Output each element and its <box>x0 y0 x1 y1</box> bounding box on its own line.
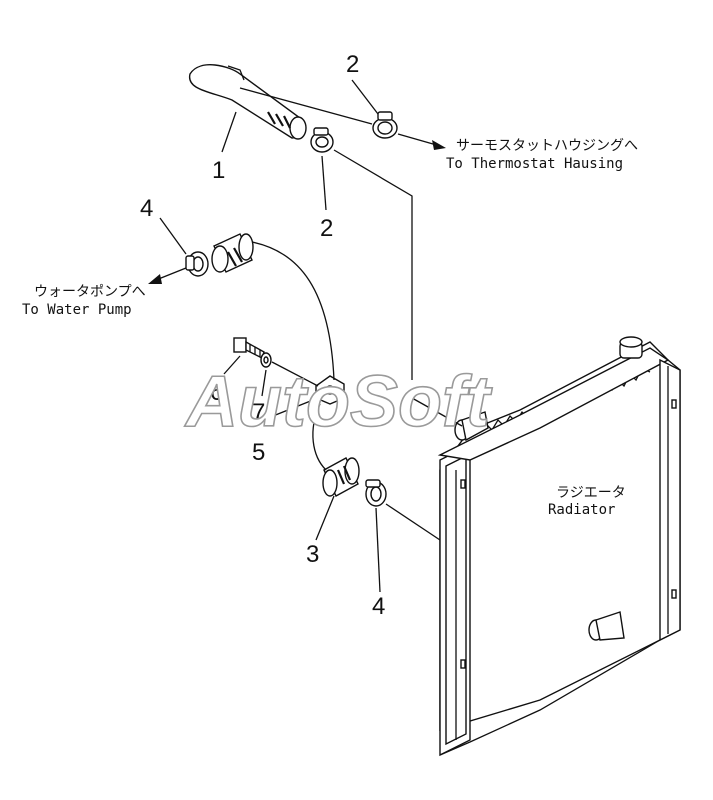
thermostat-label-jp: サーモスタットハウジングへ <box>456 138 638 154</box>
thermostat-label-en: To Thermostat Hausing <box>446 156 623 172</box>
bolt-part-6 <box>233 337 265 359</box>
callout-2-upper: 2 <box>346 51 359 78</box>
callout-7: 7 <box>252 399 265 426</box>
upper-hose-part-1 <box>189 64 307 140</box>
watermark: AutoSoft <box>184 362 493 442</box>
callout-2-lower: 2 <box>320 215 333 242</box>
washer-part-7 <box>260 352 272 368</box>
lower-hose-part-3 <box>322 457 360 497</box>
callout-1: 1 <box>212 157 225 184</box>
hose-clamp-part-4-radiator <box>365 479 387 507</box>
hose-clamp-part-2-lower <box>310 127 334 153</box>
callout-3: 3 <box>306 541 319 568</box>
bracket-part-5 <box>315 375 345 405</box>
waterpump-label-jp: ウォータポンプへ <box>34 284 146 300</box>
waterpump-label-en: To Water Pump <box>22 302 132 318</box>
radiator-label-en: Radiator <box>548 502 615 518</box>
direction-labels: サーモスタットハウジングへ To Thermostat Hausing ウォータ… <box>22 138 638 518</box>
radiator-label-jp: ラジエータ <box>556 485 626 501</box>
hose-clamp-part-4-pump <box>185 251 209 277</box>
callout-5: 5 <box>252 439 265 466</box>
hose-clamp-part-2-upper <box>372 111 398 139</box>
callout-4-upper: 4 <box>140 195 153 222</box>
radiator <box>437 336 681 757</box>
callout-6: 6 <box>210 379 223 406</box>
callout-numbers: 1 2 2 4 6 7 5 3 4 <box>140 51 385 620</box>
lower-hose-part-3-pump-end <box>211 233 254 273</box>
leader-lines <box>148 79 463 593</box>
callout-4-lower: 4 <box>372 593 385 620</box>
